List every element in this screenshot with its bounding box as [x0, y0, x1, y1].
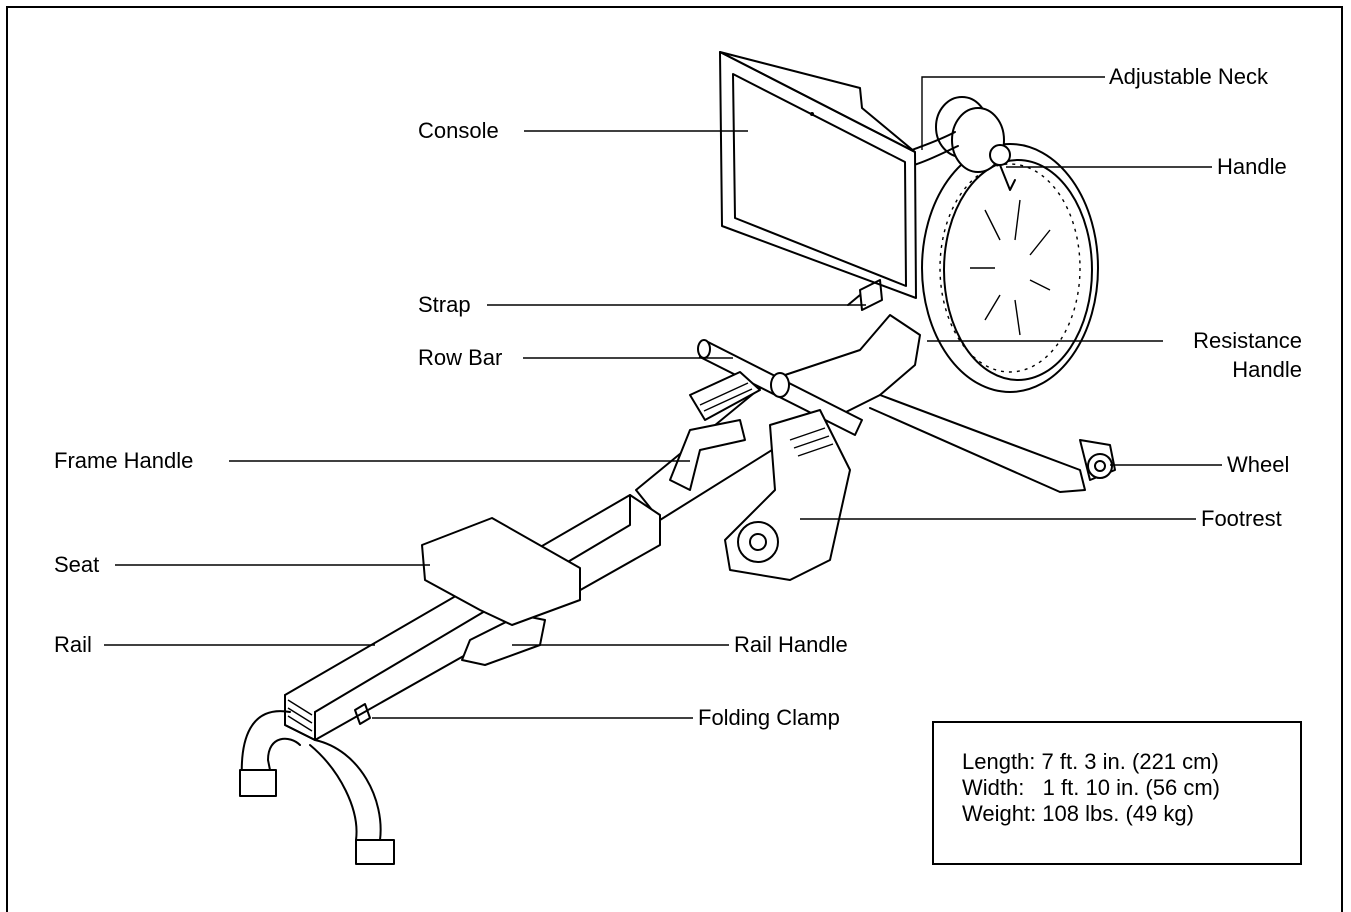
adjustable-neck: [911, 131, 959, 166]
label-footrest: Footrest: [1201, 506, 1282, 531]
label-handle: Handle: [1217, 154, 1287, 179]
diagram-frame: [6, 6, 1343, 912]
label-folding-clamp: Folding Clamp: [698, 705, 840, 730]
strap: [847, 279, 883, 311]
label-strap: Strap: [418, 292, 471, 317]
label-rail: Rail: [54, 632, 92, 657]
fan-housing: [921, 143, 1099, 393]
label-wheel: Wheel: [1227, 452, 1290, 477]
folding-clamp: [354, 703, 371, 725]
front-frame: [635, 314, 1116, 521]
label-console: Console: [418, 118, 499, 143]
label-rail-handle: Rail Handle: [734, 632, 848, 657]
left-footrest: [689, 371, 761, 421]
label-resistance-handle-2: Handle: [1232, 357, 1302, 382]
rear-legs: [239, 710, 395, 865]
seat: [421, 517, 581, 626]
frame-handle: [669, 419, 746, 491]
label-resistance-handle-1: Resistance: [1193, 328, 1302, 353]
rail: [284, 494, 661, 741]
label-frame-handle: Frame Handle: [54, 448, 194, 473]
spec-width: Width: 1 ft. 10 in. (56 cm): [962, 775, 1220, 800]
specifications-box: Length: 7 ft. 3 in. (221 cm) Width: 1 ft…: [932, 721, 1302, 865]
console-screen: [719, 51, 917, 299]
right-footrest: [724, 409, 851, 581]
leader-lines: [104, 76, 1222, 719]
label-adjustable-neck: Adjustable Neck: [1109, 64, 1268, 89]
label-row-bar: Row Bar: [418, 345, 503, 370]
spec-weight: Weight: 108 lbs. (49 kg): [962, 801, 1194, 826]
fan-cap: [935, 96, 1016, 191]
spec-length: Length: 7 ft. 3 in. (221 cm): [962, 749, 1219, 774]
label-seat: Seat: [54, 552, 100, 577]
